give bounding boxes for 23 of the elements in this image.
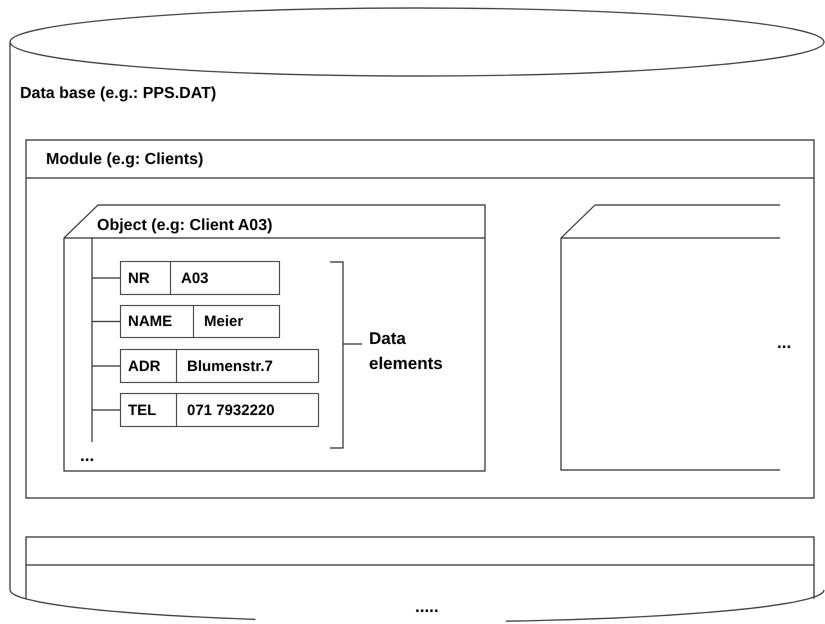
connector-line: [92, 320, 120, 322]
bracket-label: Data elements: [369, 328, 444, 375]
heading-text: Data base (e.g.: PPS.DAT): [20, 85, 216, 103]
connector-line: [92, 365, 120, 367]
data-record-box: [120, 393, 319, 427]
ellipsis-text: .....: [415, 597, 439, 617]
heading-text: Module (e.g: Clients): [46, 151, 204, 169]
field-name: NR: [127, 268, 151, 288]
field-name: NAME: [127, 312, 174, 332]
field-value: Meier: [193, 306, 244, 337]
data-record-box: [120, 305, 280, 338]
field-value: 071 7932220: [176, 394, 275, 426]
connector-line: [92, 277, 120, 279]
field-name: TEL: [127, 400, 158, 420]
data-record-box: [120, 261, 280, 295]
ellipsis-text: ...: [80, 446, 94, 466]
connector-line: [92, 409, 120, 411]
data-record-box: [120, 349, 319, 383]
heading-text: Object (e.g: Client A03): [97, 217, 272, 235]
field-value: A03: [170, 262, 209, 294]
field-name: ADR: [127, 356, 162, 376]
field-value: Blumenstr.7: [176, 350, 273, 382]
ellipsis-text: ...: [777, 333, 792, 353]
